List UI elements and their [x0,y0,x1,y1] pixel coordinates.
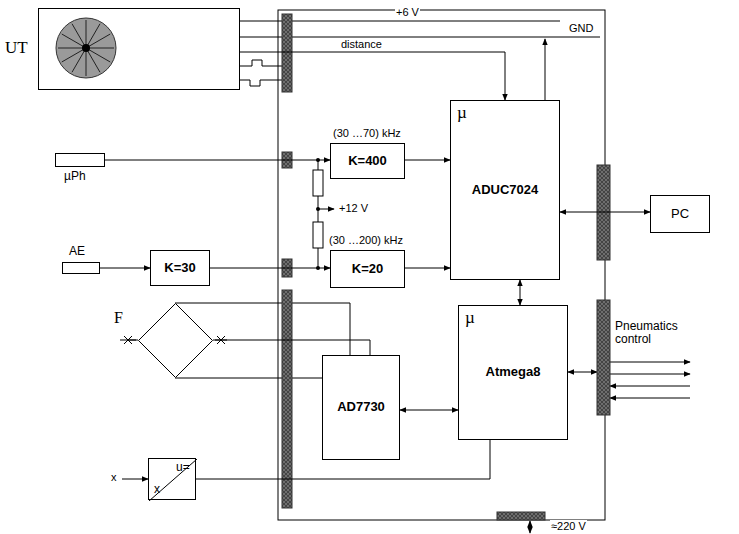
amplifier-box: K=400(30 …70) kHz [330,143,405,179]
fan-spoke [86,34,110,48]
sensor-box: AE [62,262,100,274]
pneumatic-line [610,362,690,363]
node-heading: F [114,309,123,327]
microcontroller-box: ADUC7024 µ [450,100,560,280]
amplifier-box: K=20(30 …200) kHz [330,250,405,288]
text-area: K=400 [331,144,404,178]
bridge-wire [175,378,282,379]
fan-disc [56,18,116,78]
signal-connector [520,280,521,305]
node-label: K=30 [164,261,195,275]
signal-connector [240,52,505,100]
junction-dot [316,207,320,211]
text-area: ADUC7024 [451,101,559,279]
text-area [56,154,104,166]
signal-label: +12 V [338,202,369,214]
connector-strip [497,512,545,520]
text-area [138,303,213,378]
text-area: PC [651,196,709,232]
signal-connector [105,160,330,161]
pneumatic-line [610,374,690,375]
text-area: K=20 [331,251,404,287]
converter-box: u= x [148,458,196,500]
node-heading: u= [176,461,190,474]
ground-wire [240,37,600,38]
bridge-diamond: F [138,303,213,378]
pneumatic-line [610,398,690,399]
fan-spoke [86,48,114,49]
connector-strip [282,290,292,508]
text-area: AD7730 [323,356,399,459]
supply-arrow [318,209,334,210]
computer-box: PC [650,195,710,233]
amplifier-box: K=30 [150,250,210,286]
node-heading: (30 …70) kHz [333,127,401,139]
sensor-box: µPh [55,153,105,167]
fan-spoke [86,48,100,72]
fan-spoke [58,48,86,49]
signal-connector [560,212,650,213]
fan-wheel [56,18,116,78]
text-area: Atmega8 [459,306,567,439]
node-label: AD7730 [337,400,385,414]
adc-box: AD7730 [322,355,400,460]
node-label: ADUC7024 [472,183,538,197]
signal-label: +6 V [395,6,420,18]
pneumatic-line [610,386,690,387]
transducer-box: UT [38,8,240,90]
bridge-wire [292,303,350,355]
signal-connector [405,160,450,161]
terminal-star [120,336,136,344]
resistor-symbol [313,170,323,196]
signal-connector [400,410,458,411]
signal-label: Pneumatics control [614,320,698,346]
signal-label: GND [568,22,594,34]
node-heading: UT [5,39,28,58]
node-label: K=20 [352,262,383,276]
connector-strip [597,300,610,415]
node-heading: (30 …200) kHz [329,234,403,246]
signal-connector [405,268,450,269]
wires [120,21,690,533]
fan-spoke [86,48,87,76]
node-heading: µ [465,309,475,328]
node-heading: µ [457,104,467,123]
pulse-wire [240,60,282,66]
board-outline [278,10,605,520]
fan-spoke [86,20,87,48]
fan-spoke [62,48,86,62]
signal-connector [210,268,330,269]
microcontroller-box: Atmega8 µ [458,305,568,440]
node-label: K=400 [348,154,387,168]
text-area [63,263,99,273]
bridge-wire [292,378,322,379]
node-label: Atmega8 [486,365,541,379]
ground-arrow [545,39,546,100]
pulse-wire [240,80,282,86]
node-label: PC [671,207,689,221]
signal-label: x [110,471,118,483]
fan-spoke [72,24,86,48]
diamond-shape [139,304,213,378]
connector-label: distance [340,38,383,50]
diamond-outline [138,303,213,378]
connector-strip [282,14,292,92]
text-area: K=30 [151,251,209,285]
signal-label: ≈220 V [550,520,587,532]
text-area [39,9,239,89]
input-arrow [122,479,148,480]
mains-arrow [530,521,531,533]
bridge-wire [175,303,282,304]
bus-arrow [568,372,597,373]
node-heading: µPh [64,170,86,183]
converter-diagonal-line [149,459,197,501]
signal-connector [213,340,370,355]
node-heading: AE [69,245,85,258]
fan-hub [82,44,90,52]
resistor-symbol [313,222,323,248]
node-heading: x [154,483,160,496]
signal-connector [100,268,150,269]
